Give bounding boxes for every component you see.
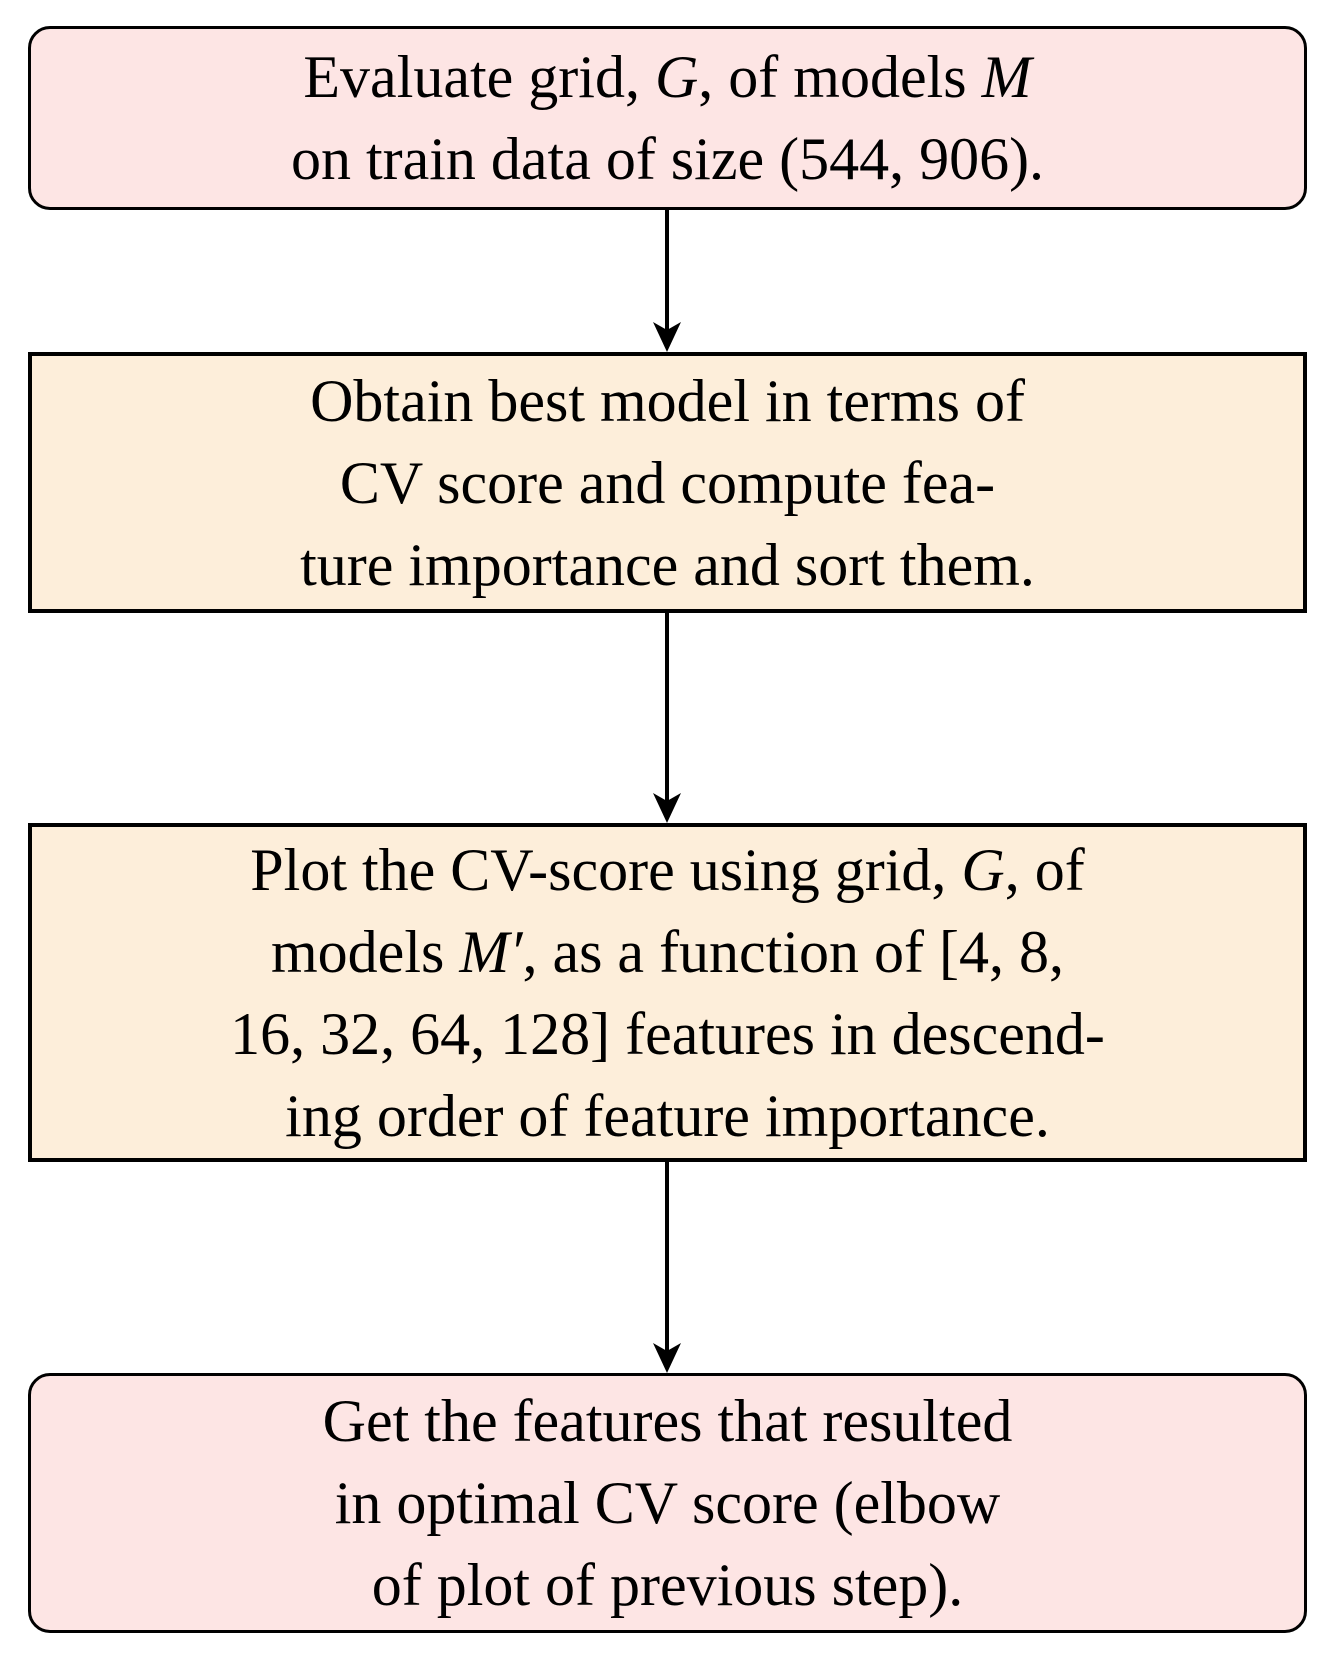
text-line: on train data of size (544, 906). bbox=[31, 118, 1304, 200]
text-segment: ing order of feature importance. bbox=[285, 1082, 1050, 1149]
math-symbol: G bbox=[654, 44, 699, 110]
text-segment: , of models bbox=[698, 44, 982, 110]
math-symbol: M′ bbox=[459, 918, 523, 985]
text-segment: in optimal CV score (elbow bbox=[334, 1470, 1001, 1536]
text-line: Plot the CV-score using grid, G, of bbox=[32, 829, 1303, 911]
text-line: Get the features that resulted bbox=[31, 1380, 1304, 1462]
text-line: ture importance and sort them. bbox=[32, 524, 1303, 606]
text-line: ing order of feature importance. bbox=[32, 1075, 1303, 1157]
text-line: CV score and compute fea- bbox=[32, 442, 1303, 524]
text-segment: Obtain best model in terms of bbox=[310, 367, 1025, 434]
text-line: 16, 32, 64, 128] features in descend- bbox=[32, 993, 1303, 1075]
text-line: models M′, as a function of [4, 8, bbox=[32, 911, 1303, 993]
flow-arrow-down-2 bbox=[653, 613, 681, 823]
text-segment: ture importance and sort them. bbox=[300, 531, 1035, 598]
text-segment: on train data of size (544, 906). bbox=[290, 126, 1045, 192]
text-segment: of plot of previous step). bbox=[371, 1552, 964, 1618]
arrowhead-icon bbox=[653, 322, 681, 352]
math-symbol: G bbox=[961, 836, 1005, 903]
text-segment: Plot the CV-score using grid, bbox=[250, 836, 962, 903]
flow-arrow-down-1 bbox=[653, 210, 681, 352]
arrowhead-icon bbox=[653, 793, 681, 823]
arrowhead-icon bbox=[653, 1343, 681, 1373]
text-segment: CV score and compute fea- bbox=[339, 449, 996, 516]
text-segment: models bbox=[271, 918, 460, 985]
text-segment: , of bbox=[1004, 836, 1085, 903]
math-symbol: M bbox=[981, 44, 1032, 110]
text-segment: , as a function of [4, 8, bbox=[522, 918, 1064, 985]
text-line: in optimal CV score (elbow bbox=[31, 1462, 1304, 1544]
step-text-get-features: Get the features that resulted in optimal… bbox=[31, 1380, 1304, 1626]
text-line: of plot of previous step). bbox=[31, 1544, 1304, 1626]
text-segment: 16, 32, 64, 128] features in descend- bbox=[230, 1000, 1105, 1067]
step-box-obtain-best-model: Obtain best model in terms of CV score an… bbox=[28, 352, 1307, 613]
text-line: Obtain best model in terms of bbox=[32, 360, 1303, 442]
text-segment: Get the features that resulted bbox=[322, 1388, 1013, 1454]
step-text-obtain-best-model: Obtain best model in terms of CV score an… bbox=[32, 360, 1303, 606]
text-segment: Evaluate grid, bbox=[303, 44, 655, 110]
flow-arrow-down-3 bbox=[653, 1162, 681, 1373]
step-box-get-features: Get the features that resulted in optimal… bbox=[28, 1373, 1307, 1633]
text-line: Evaluate grid, G, of models M bbox=[31, 36, 1304, 118]
